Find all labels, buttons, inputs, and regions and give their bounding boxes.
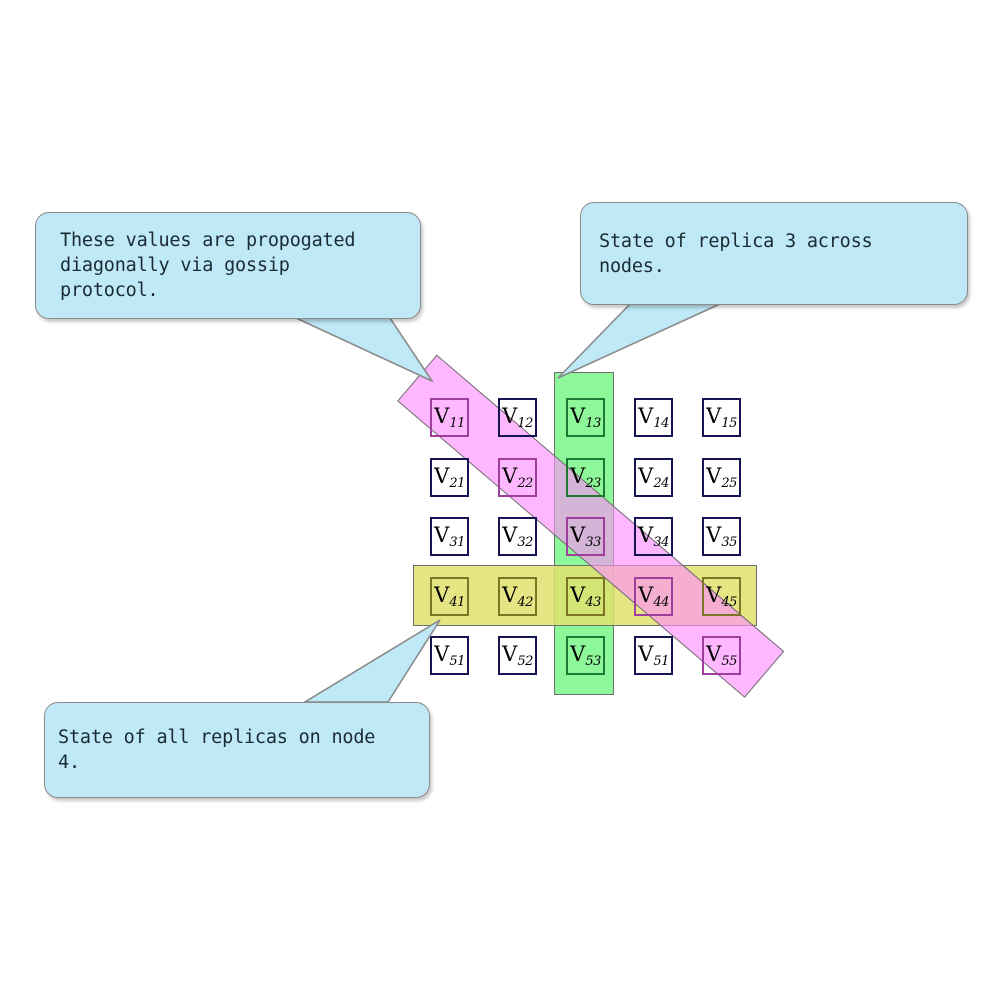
value-box-label: V25	[706, 463, 737, 491]
value-box-v45[interactable]: V45	[702, 576, 741, 616]
grid-cell-slot: V23	[566, 457, 634, 518]
value-box-v22[interactable]: V22	[498, 457, 537, 497]
value-box-v52[interactable]: V52	[498, 636, 537, 675]
value-box-v51[interactable]: V51	[430, 636, 469, 675]
value-box-v15[interactable]: V15	[702, 398, 741, 437]
value-box-label: V53	[570, 642, 601, 669]
value-box-label: V15	[706, 404, 737, 431]
grid-cell-slot: V24	[634, 457, 702, 518]
value-box-label: V22	[502, 463, 533, 491]
value-box-label: V14	[638, 404, 669, 431]
value-box-v11[interactable]: V11	[430, 398, 469, 437]
value-box-label: V41	[434, 582, 465, 610]
value-box-label: V43	[570, 582, 601, 610]
grid-row: V31 V32 V33 V34 V35	[430, 517, 770, 577]
value-box-label: V51	[434, 642, 465, 669]
grid-cell-slot: V14	[634, 398, 702, 458]
grid-cell-slot: V31	[430, 517, 498, 577]
grid-cell-slot: V21	[430, 457, 498, 518]
value-box-label: V31	[434, 523, 465, 550]
grid-cell-slot: V35	[702, 517, 770, 577]
grid-row: V41 V42 V43 V44 V45	[430, 576, 770, 637]
callout-gossip: These values are propogated diagonally v…	[35, 212, 421, 319]
callout-node-text: State of all replicas on node 4.	[58, 727, 376, 773]
value-box-v33[interactable]: V33	[566, 517, 605, 556]
grid-cell-slot: V51	[634, 636, 702, 696]
grid-cell-slot: V41	[430, 576, 498, 637]
value-box-v25[interactable]: V25	[702, 457, 741, 497]
value-box-v55[interactable]: V55	[702, 636, 741, 675]
grid-cell-slot: V22	[498, 457, 566, 518]
value-box-label: V55	[706, 642, 737, 669]
value-box-label: V42	[502, 582, 533, 610]
value-box-v14[interactable]: V14	[634, 398, 673, 437]
grid-cell-slot: V42	[498, 576, 566, 637]
value-box-label: V32	[502, 523, 533, 550]
value-box-label: V35	[706, 523, 737, 550]
callout-node: State of all replicas on node 4.	[44, 702, 430, 798]
grid-row: V21 V22 V23 V24 V25	[430, 457, 770, 518]
value-box-label: V51	[638, 642, 669, 669]
value-box-label: V44	[638, 582, 669, 610]
value-box-label: V45	[706, 582, 737, 610]
value-box-v51[interactable]: V51	[634, 636, 673, 675]
value-box-v44[interactable]: V44	[634, 576, 673, 616]
grid-cell-slot: V32	[498, 517, 566, 577]
callout-replica-text: State of replica 3 across nodes.	[599, 230, 873, 277]
value-box-v32[interactable]: V32	[498, 517, 537, 556]
value-box-label: V11	[434, 404, 465, 431]
value-box-label: V33	[570, 523, 601, 550]
value-box-v31[interactable]: V31	[430, 517, 469, 556]
value-box-v23[interactable]: V23	[566, 457, 605, 497]
value-box-label: V13	[570, 404, 601, 431]
value-box-v24[interactable]: V24	[634, 457, 673, 497]
grid-cell-slot: V45	[702, 576, 770, 637]
grid-cell-slot: V13	[566, 398, 634, 458]
value-box-label: V21	[434, 463, 465, 491]
grid-cell-slot: V15	[702, 398, 770, 458]
value-box-label: V34	[638, 523, 669, 550]
grid-cell-slot: V25	[702, 457, 770, 518]
callout-replica: State of replica 3 across nodes.	[580, 202, 968, 305]
value-box-v43[interactable]: V43	[566, 576, 605, 616]
grid-cell-slot: V34	[634, 517, 702, 577]
value-box-label: V52	[502, 642, 533, 669]
value-box-v34[interactable]: V34	[634, 517, 673, 556]
grid-row: V51 V52 V53 V51 V55	[430, 636, 770, 696]
callout-gossip-text: These values are propogated diagonally v…	[60, 230, 356, 301]
value-box-v41[interactable]: V41	[430, 576, 469, 616]
grid-cell-slot: V12	[498, 398, 566, 458]
grid-cell-slot: V33	[566, 517, 634, 577]
value-box-v35[interactable]: V35	[702, 517, 741, 556]
value-box-label: V23	[570, 463, 601, 491]
value-box-v12[interactable]: V12	[498, 398, 537, 437]
value-box-label: V24	[638, 463, 669, 491]
grid-cell-slot: V44	[634, 576, 702, 637]
grid-cell-slot: V53	[566, 636, 634, 696]
grid-cell-slot: V51	[430, 636, 498, 696]
grid-cell-slot: V11	[430, 398, 498, 458]
grid-cell-slot: V55	[702, 636, 770, 696]
value-box-v53[interactable]: V53	[566, 636, 605, 675]
grid-cell-slot: V43	[566, 576, 634, 637]
grid-cell-slot: V52	[498, 636, 566, 696]
value-box-v13[interactable]: V13	[566, 398, 605, 437]
value-box-v42[interactable]: V42	[498, 576, 537, 616]
value-box-label: V12	[502, 404, 533, 431]
grid-row: V11 V12 V13 V14 V15	[430, 398, 770, 458]
value-box-v21[interactable]: V21	[430, 457, 469, 497]
